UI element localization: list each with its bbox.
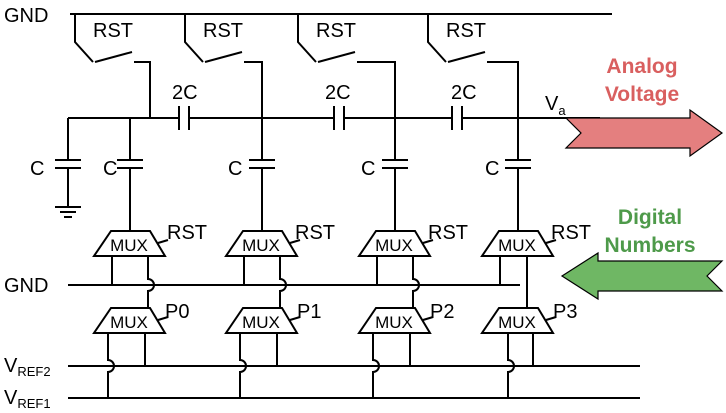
rst-label-1: RST bbox=[203, 20, 243, 42]
digital-label-line2: Numbers bbox=[604, 234, 695, 257]
svg-text:2C: 2C bbox=[451, 82, 477, 104]
svg-text:MUX: MUX bbox=[110, 236, 148, 255]
mux-lower-2: MUX P2 bbox=[357, 301, 454, 334]
svg-text:MUX: MUX bbox=[375, 313, 413, 332]
branch-cap-3: C bbox=[485, 118, 531, 231]
digital-label-line1: Digital bbox=[618, 206, 682, 229]
cap-2c-0: 2C bbox=[172, 82, 198, 130]
ground-symbol bbox=[55, 206, 81, 218]
p1-label: P1 bbox=[297, 301, 321, 323]
vref1-label: VREF1 bbox=[4, 387, 51, 411]
svg-text:MUX: MUX bbox=[375, 236, 413, 255]
svg-text:MUX: MUX bbox=[498, 313, 536, 332]
lower-mux-legs bbox=[107, 333, 534, 398]
cap-2c-1: 2C bbox=[325, 82, 351, 130]
p0-label: P0 bbox=[165, 301, 189, 323]
mux-lower-1: MUX P1 bbox=[224, 301, 321, 334]
svg-text:MUX: MUX bbox=[242, 313, 280, 332]
svg-text:C: C bbox=[103, 158, 117, 180]
rst-switch-0: RST bbox=[74, 14, 151, 118]
vref2-label: VREF2 bbox=[4, 355, 51, 379]
analog-label-line2: Voltage bbox=[605, 83, 679, 106]
mux-upper-rst-label-1: RST bbox=[295, 222, 335, 244]
svg-text:C: C bbox=[228, 158, 242, 180]
mux-upper-2: MUX RST bbox=[357, 222, 468, 257]
branch-cap-0: C bbox=[103, 118, 143, 231]
rst-switch-2: RST bbox=[297, 14, 396, 118]
svg-text:C: C bbox=[485, 158, 499, 180]
mux-upper-3: MUX RST bbox=[480, 222, 591, 257]
mux-upper-rst-label-0: RST bbox=[167, 222, 207, 244]
mux-upper-0: MUX RST bbox=[92, 222, 207, 257]
rst-label-2: RST bbox=[316, 20, 356, 42]
svg-text:MUX: MUX bbox=[110, 313, 148, 332]
gnd-top-label: GND bbox=[4, 5, 48, 27]
svg-text:2C: 2C bbox=[172, 82, 198, 104]
va-label: Va bbox=[545, 93, 566, 118]
termination-cap: C bbox=[30, 118, 81, 207]
svg-text:MUX: MUX bbox=[498, 236, 536, 255]
mux-lower-0: MUX P0 bbox=[92, 301, 189, 334]
digital-input-arrow bbox=[560, 251, 724, 301]
rst-switch-1: RST bbox=[184, 14, 263, 118]
mux-upper-rst-label-2: RST bbox=[428, 222, 468, 244]
svg-text:MUX: MUX bbox=[242, 236, 280, 255]
cap-2c-2: 2C bbox=[451, 82, 477, 130]
p2-label: P2 bbox=[430, 301, 454, 323]
mux-upper-rst-label-3: RST bbox=[551, 222, 591, 244]
gnd-mid-label: GND bbox=[4, 275, 48, 297]
analog-label-line1: Analog bbox=[606, 55, 677, 78]
mux-lower-3: MUX P3 bbox=[480, 301, 577, 334]
rst-label-3: RST bbox=[446, 20, 486, 42]
rst-switch-3: RST bbox=[427, 14, 519, 118]
analog-output-arrow bbox=[564, 108, 724, 158]
p3-label: P3 bbox=[553, 301, 577, 323]
rst-label-0: RST bbox=[93, 20, 133, 42]
branch-cap-2: C bbox=[361, 118, 408, 231]
svg-text:C: C bbox=[361, 158, 375, 180]
mux-upper-1: MUX RST bbox=[224, 222, 335, 257]
svg-text:C: C bbox=[30, 158, 44, 180]
branch-cap-1: C bbox=[228, 118, 275, 231]
svg-text:2C: 2C bbox=[325, 82, 351, 104]
upper-mux-legs bbox=[111, 256, 528, 308]
